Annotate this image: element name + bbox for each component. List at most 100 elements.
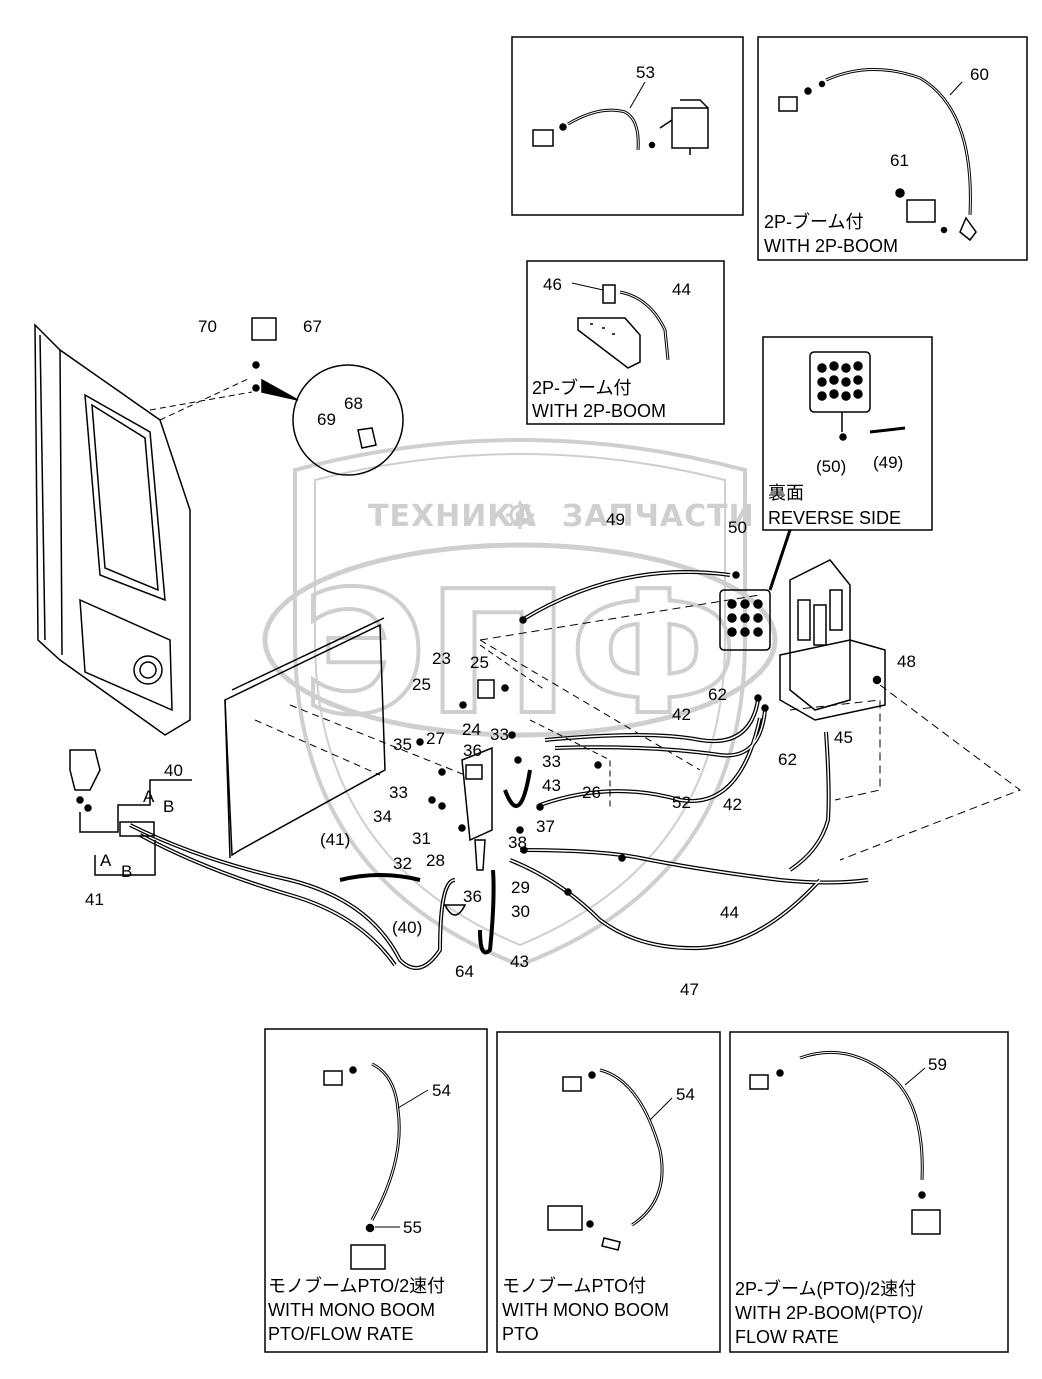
fitting-dot: [918, 1191, 926, 1199]
inset-frame-reverse: [762, 336, 933, 531]
part-label-62a: 62: [708, 685, 727, 704]
valve-block: [671, 107, 709, 149]
port-cluster: [817, 361, 863, 401]
hose-53-inner: [567, 109, 639, 151]
fitting-dot: [365, 1223, 375, 1233]
fitting-dot: [940, 226, 948, 234]
fitting-dot: [895, 188, 905, 198]
part-label-45: 45: [834, 728, 853, 747]
part-label-43b: 43: [510, 952, 529, 971]
cab-outline: [34, 323, 191, 736]
inset-frame-mono-flow: [264, 1028, 488, 1353]
fitting: [520, 846, 528, 854]
part-label-53: 53: [636, 63, 655, 82]
hose-coupling: [119, 821, 155, 837]
cab-panel: [34, 323, 253, 736]
watermark-shield-inner: [314, 453, 726, 947]
hose-41p: [339, 873, 421, 882]
fitting: [459, 701, 467, 709]
fitting: [564, 888, 572, 896]
connector-block: [778, 96, 798, 112]
inset-46-drawing: [571, 282, 670, 369]
part-label-70: 70: [198, 317, 217, 336]
hose-59-inner: [799, 1051, 923, 1181]
fitting-dot: [559, 123, 567, 131]
part-label-33a: 33: [490, 725, 509, 744]
part-label-40: 40: [164, 761, 183, 780]
hose-60-inner: [825, 69, 971, 216]
fitting: [428, 796, 436, 804]
fitting: [594, 761, 602, 769]
part-label-41p: (41): [320, 830, 350, 849]
part-label-36a: 36: [463, 741, 482, 760]
fitting-dot: [839, 433, 847, 441]
part-label-55: 55: [403, 1218, 422, 1237]
clip-block: [251, 317, 277, 341]
part-label-26: 26: [582, 783, 601, 802]
part-label-29: 29: [511, 878, 530, 897]
valve-block: [547, 1205, 583, 1231]
cab-window-inner: [91, 403, 159, 592]
caption-en2-mono: PTO: [502, 1324, 539, 1344]
dash-lines: [254, 639, 701, 776]
cover-plate-edge: [224, 617, 385, 859]
part-label-30: 30: [511, 902, 530, 921]
inset-frame-46: [526, 260, 725, 425]
caption-jp-46: 2P-ブーム付: [532, 377, 631, 398]
control-valve-assembly: [479, 529, 1022, 861]
inset-53-drawing: [532, 81, 709, 155]
fitting: [618, 854, 626, 862]
part-label-43a: 43: [542, 776, 561, 795]
clip-screw: [252, 384, 260, 392]
valve-block: [911, 1209, 941, 1235]
bracket-block: [465, 764, 483, 780]
valve-block: [350, 1244, 386, 1270]
detail-circle: [261, 364, 404, 476]
fitting-dot: [588, 1071, 596, 1079]
control-valve-block: [809, 351, 871, 413]
part-label-37: 37: [536, 817, 555, 836]
manifold-holes: [590, 323, 615, 335]
solenoid-1: [797, 599, 811, 641]
reverse-inset-drawing: [809, 351, 906, 441]
inset-frame-mono: [496, 1031, 721, 1353]
part-label-54b: 54: [676, 1085, 695, 1104]
hoses-inner: [129, 571, 869, 969]
hose-54-inner: [371, 1063, 400, 1221]
caption-en-60: WITH 2P-BOOM: [764, 236, 898, 256]
cover-plate: [224, 617, 701, 859]
part-label-69: 69: [317, 410, 336, 429]
hose-end: [601, 1237, 621, 1251]
fitting-dot: [804, 87, 812, 95]
gear-icon: [506, 501, 534, 529]
part-label-35: 35: [393, 735, 412, 754]
part-label-A2: A: [100, 851, 112, 870]
fitting: [458, 824, 466, 832]
part-label-44: 44: [720, 903, 739, 922]
caption-en1-2p-pto: WITH 2P-BOOM(PTO)/: [735, 1303, 923, 1323]
caption-en-46: WITH 2P-BOOM: [532, 401, 666, 421]
part-label-50-reverse: (50): [816, 457, 846, 476]
cab-lower-plate: [79, 598, 173, 712]
leader-53: [629, 81, 646, 109]
fitting: [501, 684, 509, 692]
fitting: [514, 756, 522, 764]
clamp-64: [443, 904, 467, 916]
leader-70-67: [149, 377, 253, 421]
part-label-B2: B: [121, 862, 132, 881]
caption-jp-reverse: 裏面: [768, 483, 804, 503]
inset-mono-drawing: [547, 1068, 673, 1251]
inset-60-drawing: [778, 68, 977, 242]
leader-54: [397, 1089, 429, 1109]
hose-59: [799, 1050, 924, 1181]
fitting-dot: [586, 1220, 594, 1228]
fitting-36: [474, 839, 486, 871]
part-label-34: 34: [373, 807, 392, 826]
part-label-60: 60: [970, 65, 989, 84]
cab-edge: [39, 334, 63, 656]
fitting-dot: [776, 1069, 784, 1077]
part-label-A1: A: [143, 787, 155, 806]
valve-block: [906, 199, 936, 223]
center-bracket: [416, 571, 769, 916]
cab-window: [84, 393, 166, 602]
